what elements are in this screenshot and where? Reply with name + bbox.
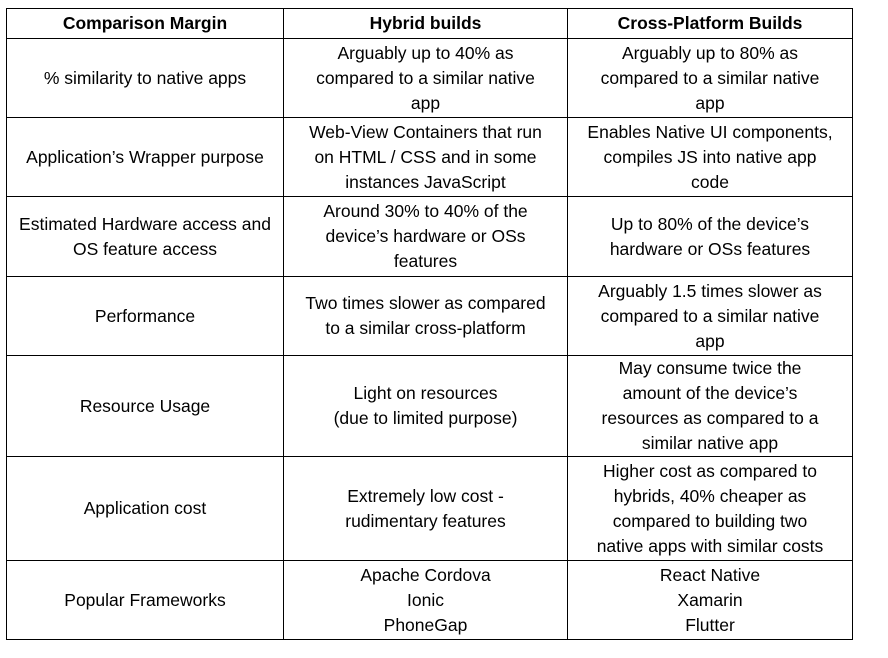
table-row: Performance Two times slower as compared… (6, 276, 853, 356)
table-header-row: Comparison Margin Hybrid builds Cross-Pl… (6, 8, 853, 39)
cell-line: similar native app (641, 433, 779, 453)
cell-line: app (410, 92, 441, 113)
cell-line: Apache Cordova (360, 564, 491, 585)
table-row: Resource Usage Light on resources (due t… (6, 355, 853, 457)
cross-platform-cell: Arguably up to 80% as compared to a simi… (567, 38, 853, 118)
cell-line: Web-View Containers that run (309, 121, 542, 142)
cell-line: hardware or OSs features (609, 238, 811, 259)
cell-line: app (695, 92, 725, 113)
table-row: Estimated Hardware access and OS feature… (6, 196, 853, 277)
cell-line: PhoneGap (383, 614, 468, 635)
cell-line: May consume twice the (618, 358, 802, 378)
hybrid-cell: Two times slower as compared to a simila… (283, 276, 568, 356)
cell-line: to a similar cross-platform (325, 318, 526, 338)
cell-line: Flutter (685, 614, 735, 635)
row-label: Application’s Wrapper purpose (6, 117, 284, 197)
cell-line: Popular Frameworks (64, 589, 226, 610)
cross-platform-cell: Up to 80% of the device’s hardware or OS… (567, 196, 853, 277)
comparison-table-container: Comparison Margin Hybrid builds Cross-Pl… (6, 8, 853, 640)
cell-line: Extremely low cost - (347, 485, 504, 506)
cell-line: Ionic (407, 589, 444, 610)
row-label: Application cost (6, 456, 284, 561)
hybrid-cell: Arguably up to 40% as compared to a simi… (283, 38, 568, 118)
cell-line: on HTML / CSS and in some (314, 146, 537, 167)
cell-line: compared to a similar native (600, 305, 820, 326)
cell-line: amount of the device’s (622, 383, 798, 403)
cell-line: compiles JS into native app (603, 146, 817, 167)
cell-line: hybrids, 40% cheaper as (613, 485, 807, 506)
cell-line: Xamarin (677, 589, 743, 610)
cell-line: compared to building two (612, 510, 808, 531)
cell-line: code (691, 171, 729, 192)
header-hybrid-builds: Hybrid builds (283, 8, 568, 39)
row-label: % similarity to native apps (6, 38, 284, 118)
row-label: Resource Usage (6, 355, 284, 457)
row-label: Estimated Hardware access and OS feature… (6, 196, 284, 277)
cell-line: Application cost (83, 498, 207, 518)
cell-line: Application’s Wrapper purpose (26, 146, 264, 167)
cell-line: Light on resources (353, 383, 498, 403)
table-row: Application cost Extremely low cost - ru… (6, 456, 853, 561)
cell-line: instances JavaScript (345, 171, 506, 192)
cell-line: compared to a similar native (600, 67, 820, 88)
hybrid-cell: Web-View Containers that run on HTML / C… (283, 117, 568, 197)
cell-line: compared to a similar native (316, 67, 535, 88)
cell-line: React Native (659, 564, 761, 585)
cross-platform-cell: May consume twice the amount of the devi… (567, 355, 853, 457)
cell-line: resources as compared to a (601, 408, 819, 428)
cell-line: Around 30% to 40% of the (323, 201, 528, 221)
hybrid-cell: Around 30% to 40% of the device’s hardwa… (283, 196, 568, 277)
cell-line: (due to limited purpose) (333, 408, 518, 428)
cell-line: Two times slower as compared (305, 293, 546, 313)
cell-line: Performance (94, 305, 196, 326)
table-row: Application’s Wrapper purpose Web-View C… (6, 117, 853, 197)
cell-line: features (393, 251, 458, 271)
cell-line: Resource Usage (79, 395, 211, 416)
cell-line: Estimated Hardware access and (19, 213, 271, 234)
cell-line: Arguably up to 80% as (621, 42, 799, 63)
hybrid-cell: Light on resources (due to limited purpo… (283, 355, 568, 457)
cross-platform-cell: React Native Xamarin Flutter (567, 560, 853, 640)
header-comparison-margin: Comparison Margin (6, 8, 284, 39)
cross-platform-cell: Higher cost as compared to hybrids, 40% … (567, 456, 853, 561)
cell-line: app (695, 330, 725, 351)
hybrid-cell: Extremely low cost - rudimentary feature… (283, 456, 568, 561)
cell-line: Up to 80% of the device’s (610, 213, 810, 234)
row-label: Popular Frameworks (6, 560, 284, 640)
cross-platform-cell: Arguably 1.5 times slower as compared to… (567, 276, 853, 356)
cell-line: Arguably up to 40% as (337, 42, 514, 63)
cell-line: Higher cost as compared to (603, 460, 817, 481)
cell-line: native apps with similar costs (596, 535, 824, 556)
table-row: Popular Frameworks Apache Cordova Ionic … (6, 560, 853, 640)
cell-line: rudimentary features (345, 510, 506, 531)
row-label: Performance (6, 276, 284, 356)
cell-line: OS feature access (73, 238, 217, 259)
cell-line: Enables Native UI components, (587, 121, 833, 142)
cross-platform-cell: Enables Native UI components, compiles J… (567, 117, 853, 197)
cell-line: Arguably 1.5 times slower as (598, 280, 822, 301)
cell-line: % similarity to native apps (43, 67, 247, 88)
hybrid-cell: Apache Cordova Ionic PhoneGap (283, 560, 568, 640)
comparison-table: Comparison Margin Hybrid builds Cross-Pl… (6, 8, 853, 640)
header-cross-platform-builds: Cross-Platform Builds (567, 8, 853, 39)
table-row: % similarity to native apps Arguably up … (6, 38, 853, 118)
cell-line: device’s hardware or OSs (325, 226, 526, 246)
